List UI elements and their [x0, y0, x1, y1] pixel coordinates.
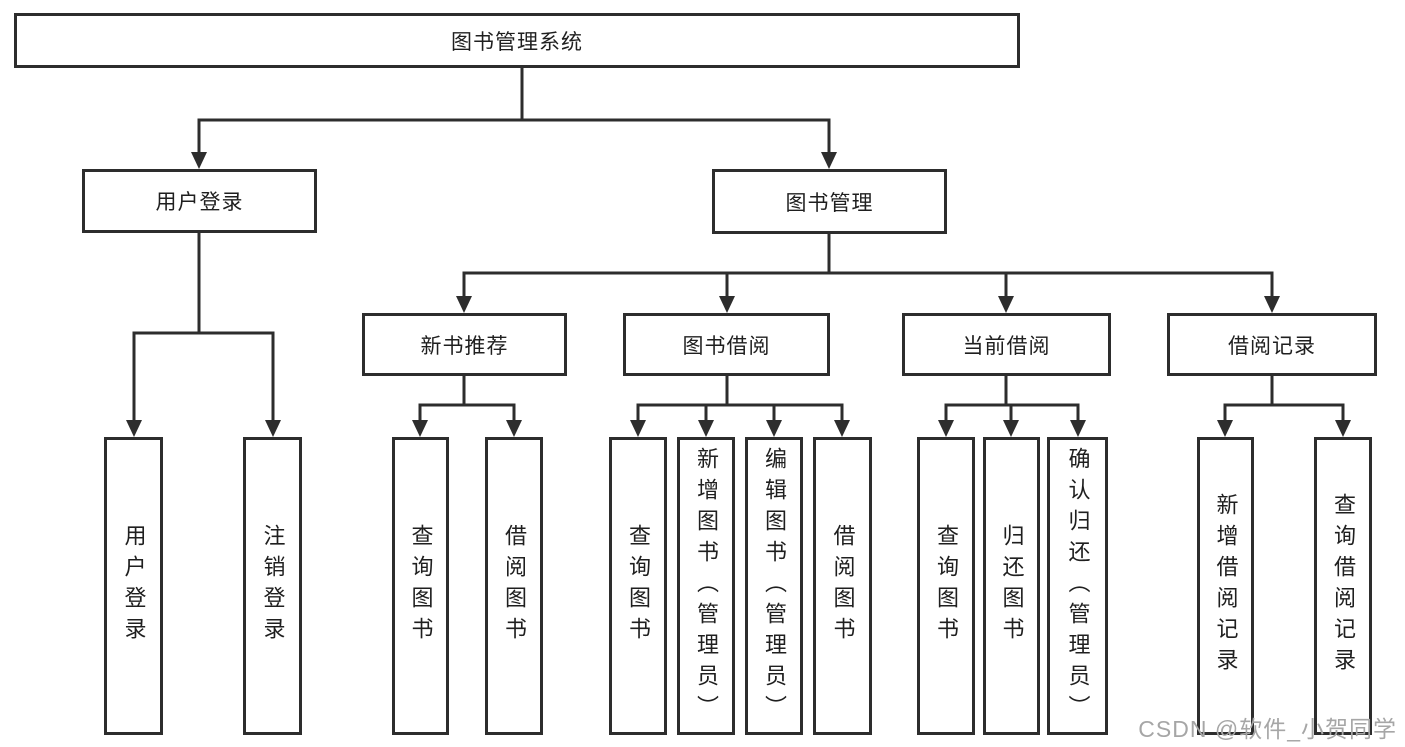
node-label: 新书推荐	[420, 334, 509, 358]
leaf-borrow-books: 借阅图书	[813, 437, 872, 735]
csdn-watermark: CSDN @软件_小贺同学	[1138, 716, 1397, 742]
leaf-confirm-return-admin: 确认归还（管理员）	[1047, 437, 1108, 735]
node-user-login-module: 用户登录	[82, 169, 317, 233]
leaf-user-login: 用户登录	[104, 437, 163, 735]
leaf-query-books-current: 查询图书	[917, 437, 975, 735]
leaf-label: 查询图书	[408, 524, 434, 648]
leaf-label: 用户登录	[121, 524, 147, 648]
node-root-system: 图书管理系统	[14, 13, 1020, 68]
leaf-label: 查询借阅记录	[1331, 493, 1356, 679]
node-new-book-recommend: 新书推荐	[362, 313, 567, 376]
leaf-query-borrow-record: 查询借阅记录	[1314, 437, 1372, 735]
node-label: 用户登录	[155, 191, 244, 214]
arrowhead-icons	[126, 152, 1351, 437]
leaf-add-borrow-record: 新增借阅记录	[1197, 437, 1254, 735]
leaf-query-books-borrow: 查询图书	[609, 437, 667, 735]
leaf-label: 注销登录	[260, 524, 286, 648]
leaf-label: 借阅图书	[830, 524, 856, 648]
node-borrow-records: 借阅记录	[1167, 313, 1377, 376]
node-label: 当前借阅	[962, 334, 1051, 358]
leaf-edit-books-admin: 编辑图书（管理员）	[745, 437, 803, 735]
leaf-label: 新增借阅记录	[1213, 493, 1239, 679]
leaf-borrow-books-recommend: 借阅图书	[485, 437, 543, 735]
leaf-label: 借阅图书	[502, 524, 527, 648]
node-label: 图书管理	[785, 191, 874, 215]
leaf-query-books-recommend: 查询图书	[392, 437, 449, 735]
leaf-logout: 注销登录	[243, 437, 302, 735]
node-root-label: 图书管理系统	[451, 30, 583, 54]
node-label: 借阅记录	[1228, 334, 1316, 358]
leaf-label: 查询图书	[934, 524, 959, 648]
leaf-return-books: 归还图书	[983, 437, 1040, 735]
leaf-label: 编辑图书（管理员）	[762, 446, 787, 726]
leaf-label: 确认归还（管理员）	[1065, 446, 1091, 726]
leaf-label: 新增图书（管理员）	[694, 446, 719, 726]
leaf-label: 归还图书	[999, 524, 1025, 648]
node-book-borrow: 图书借阅	[623, 313, 830, 376]
node-book-management-module: 图书管理	[712, 169, 947, 234]
node-label: 图书借阅	[682, 334, 771, 358]
leaf-label: 查询图书	[626, 524, 651, 648]
node-current-borrow: 当前借阅	[902, 313, 1111, 376]
leaf-add-books-admin: 新增图书（管理员）	[677, 437, 735, 735]
